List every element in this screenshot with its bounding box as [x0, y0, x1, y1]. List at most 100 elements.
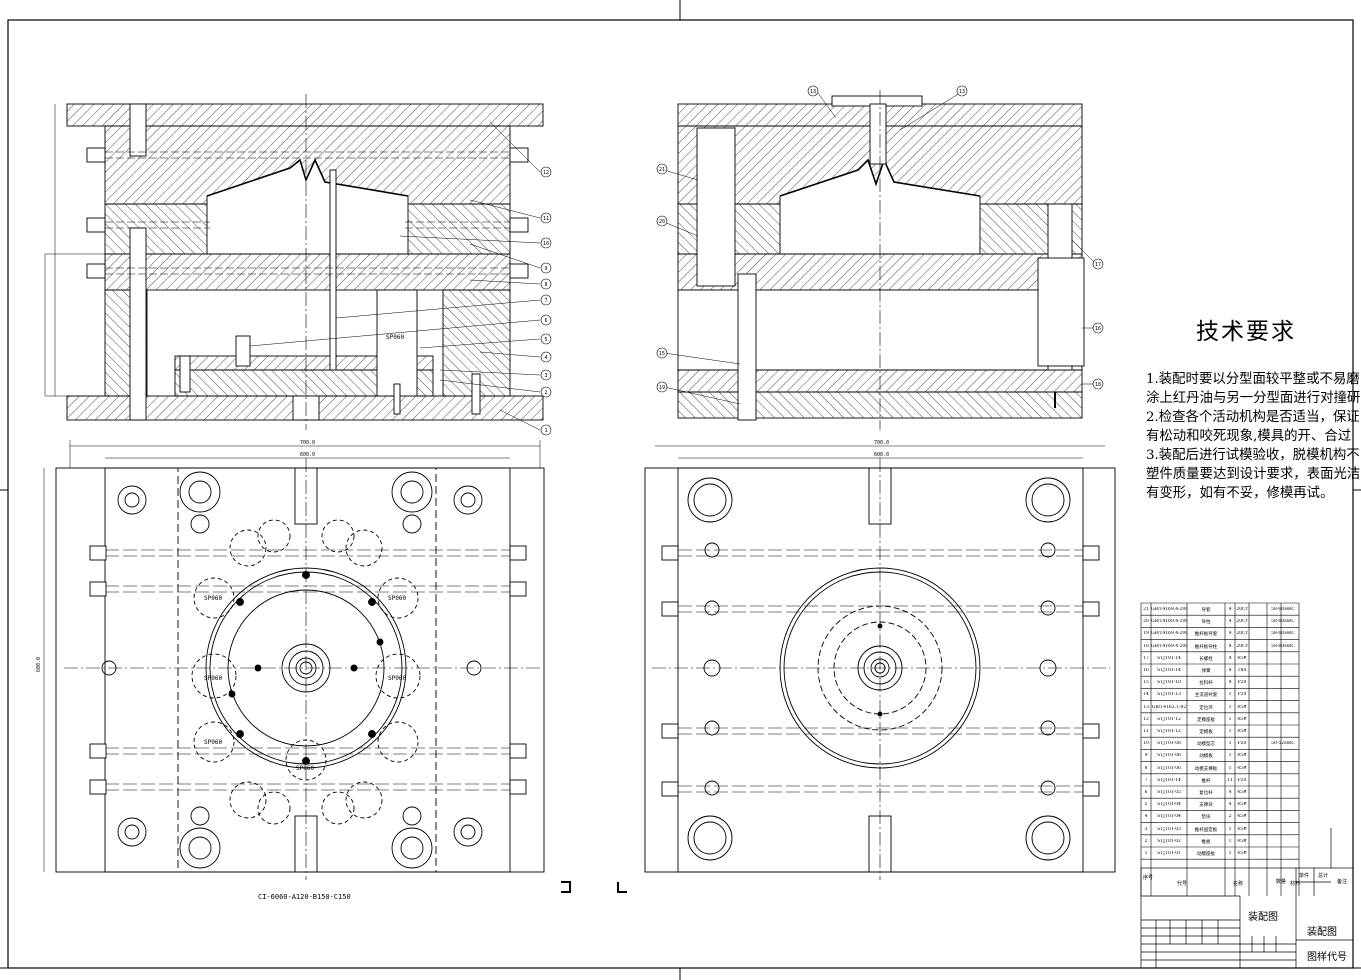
bom-cell: P20	[1237, 777, 1247, 783]
bom-cell: 4	[1144, 814, 1148, 820]
part-balloon-label: 13	[810, 89, 816, 95]
bom-cell: 导柱	[1201, 620, 1211, 626]
part-balloon	[540, 314, 552, 326]
tech-line: 1.装配时要以分型面较平整或不易磨	[1146, 372, 1360, 387]
left-dim-600: 600.0	[300, 452, 315, 458]
svg-text:SP060: SP060	[296, 765, 314, 772]
bom-cell: 7	[1144, 777, 1148, 783]
bom-cell: STJT01-12	[1157, 729, 1181, 734]
bom-cell: 4	[1228, 668, 1232, 673]
view-markers	[561, 881, 627, 893]
right-section-view	[677, 90, 1085, 430]
mold-base-spec: CI-6060-A120-B150-C150	[258, 893, 351, 901]
tech-line: 有松动和咬死现象,模具的开、合过	[1146, 429, 1352, 444]
tech-requirements-title: 技术要求	[1196, 319, 1296, 345]
right-plan-view	[644, 445, 1116, 880]
part-balloon	[540, 351, 552, 363]
bom-cell: 45#	[1237, 838, 1247, 844]
bom-cell: 2	[1228, 814, 1232, 820]
bom-cell: 20	[1143, 619, 1149, 625]
tech-line: 3.装配后进行试模验收，脱模机构不	[1146, 448, 1360, 463]
part-balloon	[656, 215, 668, 227]
part-balloon	[540, 278, 552, 290]
part-balloon-label: 8	[544, 282, 547, 288]
bom-cell: 45#	[1237, 814, 1247, 820]
bom-cell: 动模支撑板	[1194, 766, 1218, 772]
bom-cell: 11	[1143, 729, 1149, 734]
technical-requirements: 技术要求 1.装配时要以分型面较平整或不易磨 涂上红丹油与另一分型面进行对撞研 …	[1146, 312, 1361, 503]
bom-cell: 17	[1143, 655, 1149, 661]
bom-cell: 45#	[1237, 753, 1247, 759]
left-spring-labels: SP060 SP060 SP060 SP060 SP060 SP060	[204, 595, 406, 772]
bom-cell: 2	[1144, 838, 1148, 844]
bom-cell: 16	[1143, 668, 1149, 673]
bom-cell: 50-52HRC	[1271, 741, 1295, 747]
bom-cell: 45#	[1237, 716, 1247, 722]
bom-cell: 45#	[1237, 729, 1247, 734]
bom-cell: 9	[1144, 753, 1148, 759]
bom-cell: 定模板	[1199, 730, 1213, 735]
part-balloon-label: 19	[659, 385, 665, 391]
svg-text:SP060: SP060	[204, 739, 222, 746]
spring-label-section: SP060	[386, 334, 404, 341]
bom-cell: 推杆固定板	[1194, 827, 1218, 833]
part-balloon	[1092, 378, 1104, 390]
bom-cell: 1	[1228, 753, 1232, 759]
bom-cell: 1	[1228, 838, 1232, 844]
part-balloon	[540, 369, 552, 381]
bom-cell: 18	[1143, 643, 1149, 649]
part-balloon	[956, 85, 968, 97]
bom-cell: STJT01-03	[1157, 826, 1181, 832]
part-balloon	[540, 294, 552, 306]
bom-cell: T8A	[1237, 668, 1247, 673]
bom-cell: 58-60HRC	[1271, 607, 1295, 612]
part-balloon-label: 6	[544, 318, 547, 324]
bom-cell: 3	[1144, 826, 1148, 832]
bom-cell: 动模型芯	[1197, 742, 1215, 748]
bom-cell: 4	[1228, 643, 1232, 649]
bom-cell: 21	[1143, 607, 1149, 612]
bom-cell: 1	[1228, 765, 1232, 771]
header-material: 材料	[1290, 881, 1301, 887]
part-balloon	[540, 237, 552, 249]
bom-cell: STJT01-12	[1157, 716, 1181, 722]
left-balloon-leaders	[249, 121, 541, 431]
bom-cell: STJT01-14	[1157, 777, 1181, 783]
part-balloon	[656, 347, 668, 359]
svg-text:SP060: SP060	[388, 595, 406, 602]
bom-cell: 1	[1228, 741, 1232, 747]
bom-cell: 45#	[1237, 765, 1247, 771]
left-plan-view	[43, 440, 545, 880]
bom-cell: 45#	[1237, 802, 1247, 808]
bom-cell: 推板	[1201, 839, 1211, 845]
part-balloon	[540, 212, 552, 224]
part-balloon	[540, 166, 552, 178]
left-dim-700: 700.0	[300, 440, 315, 446]
part-balloon	[656, 381, 668, 393]
bom-cell: 10	[1143, 741, 1149, 747]
bom-cell: 1	[1228, 716, 1232, 722]
bom-cell: STJT01-06	[1157, 753, 1181, 759]
bom-cell: P20	[1237, 741, 1247, 747]
bom-cell: STJT01-01	[1157, 851, 1181, 856]
bom-cell: 58-60HRC	[1271, 643, 1295, 649]
bom-cell: 5	[1144, 802, 1148, 808]
bom-cell: GB/T4169.4-2006	[1151, 619, 1187, 625]
part-balloon	[540, 424, 552, 436]
part-balloon	[807, 85, 819, 97]
right-dim-700: 700.0	[874, 440, 889, 446]
bom-cell: 复位杆	[1199, 791, 1213, 796]
bom-cell: P20	[1237, 692, 1247, 698]
part-balloon-label: 13	[959, 89, 965, 95]
part-balloon-label: 4	[544, 355, 547, 361]
bom-cell: GB/T4169.4-2006	[1151, 631, 1187, 637]
tech-line: 2.检查各个活动机构是否适当，保证	[1146, 410, 1360, 425]
bom-cell: 长螺栓	[1199, 656, 1213, 662]
bom-cell: 拉料杆	[1199, 681, 1213, 687]
header-qty: 数量	[1276, 879, 1287, 885]
bom-cell: 主流道衬套	[1194, 693, 1218, 699]
bom-cell: 1	[1228, 826, 1232, 832]
